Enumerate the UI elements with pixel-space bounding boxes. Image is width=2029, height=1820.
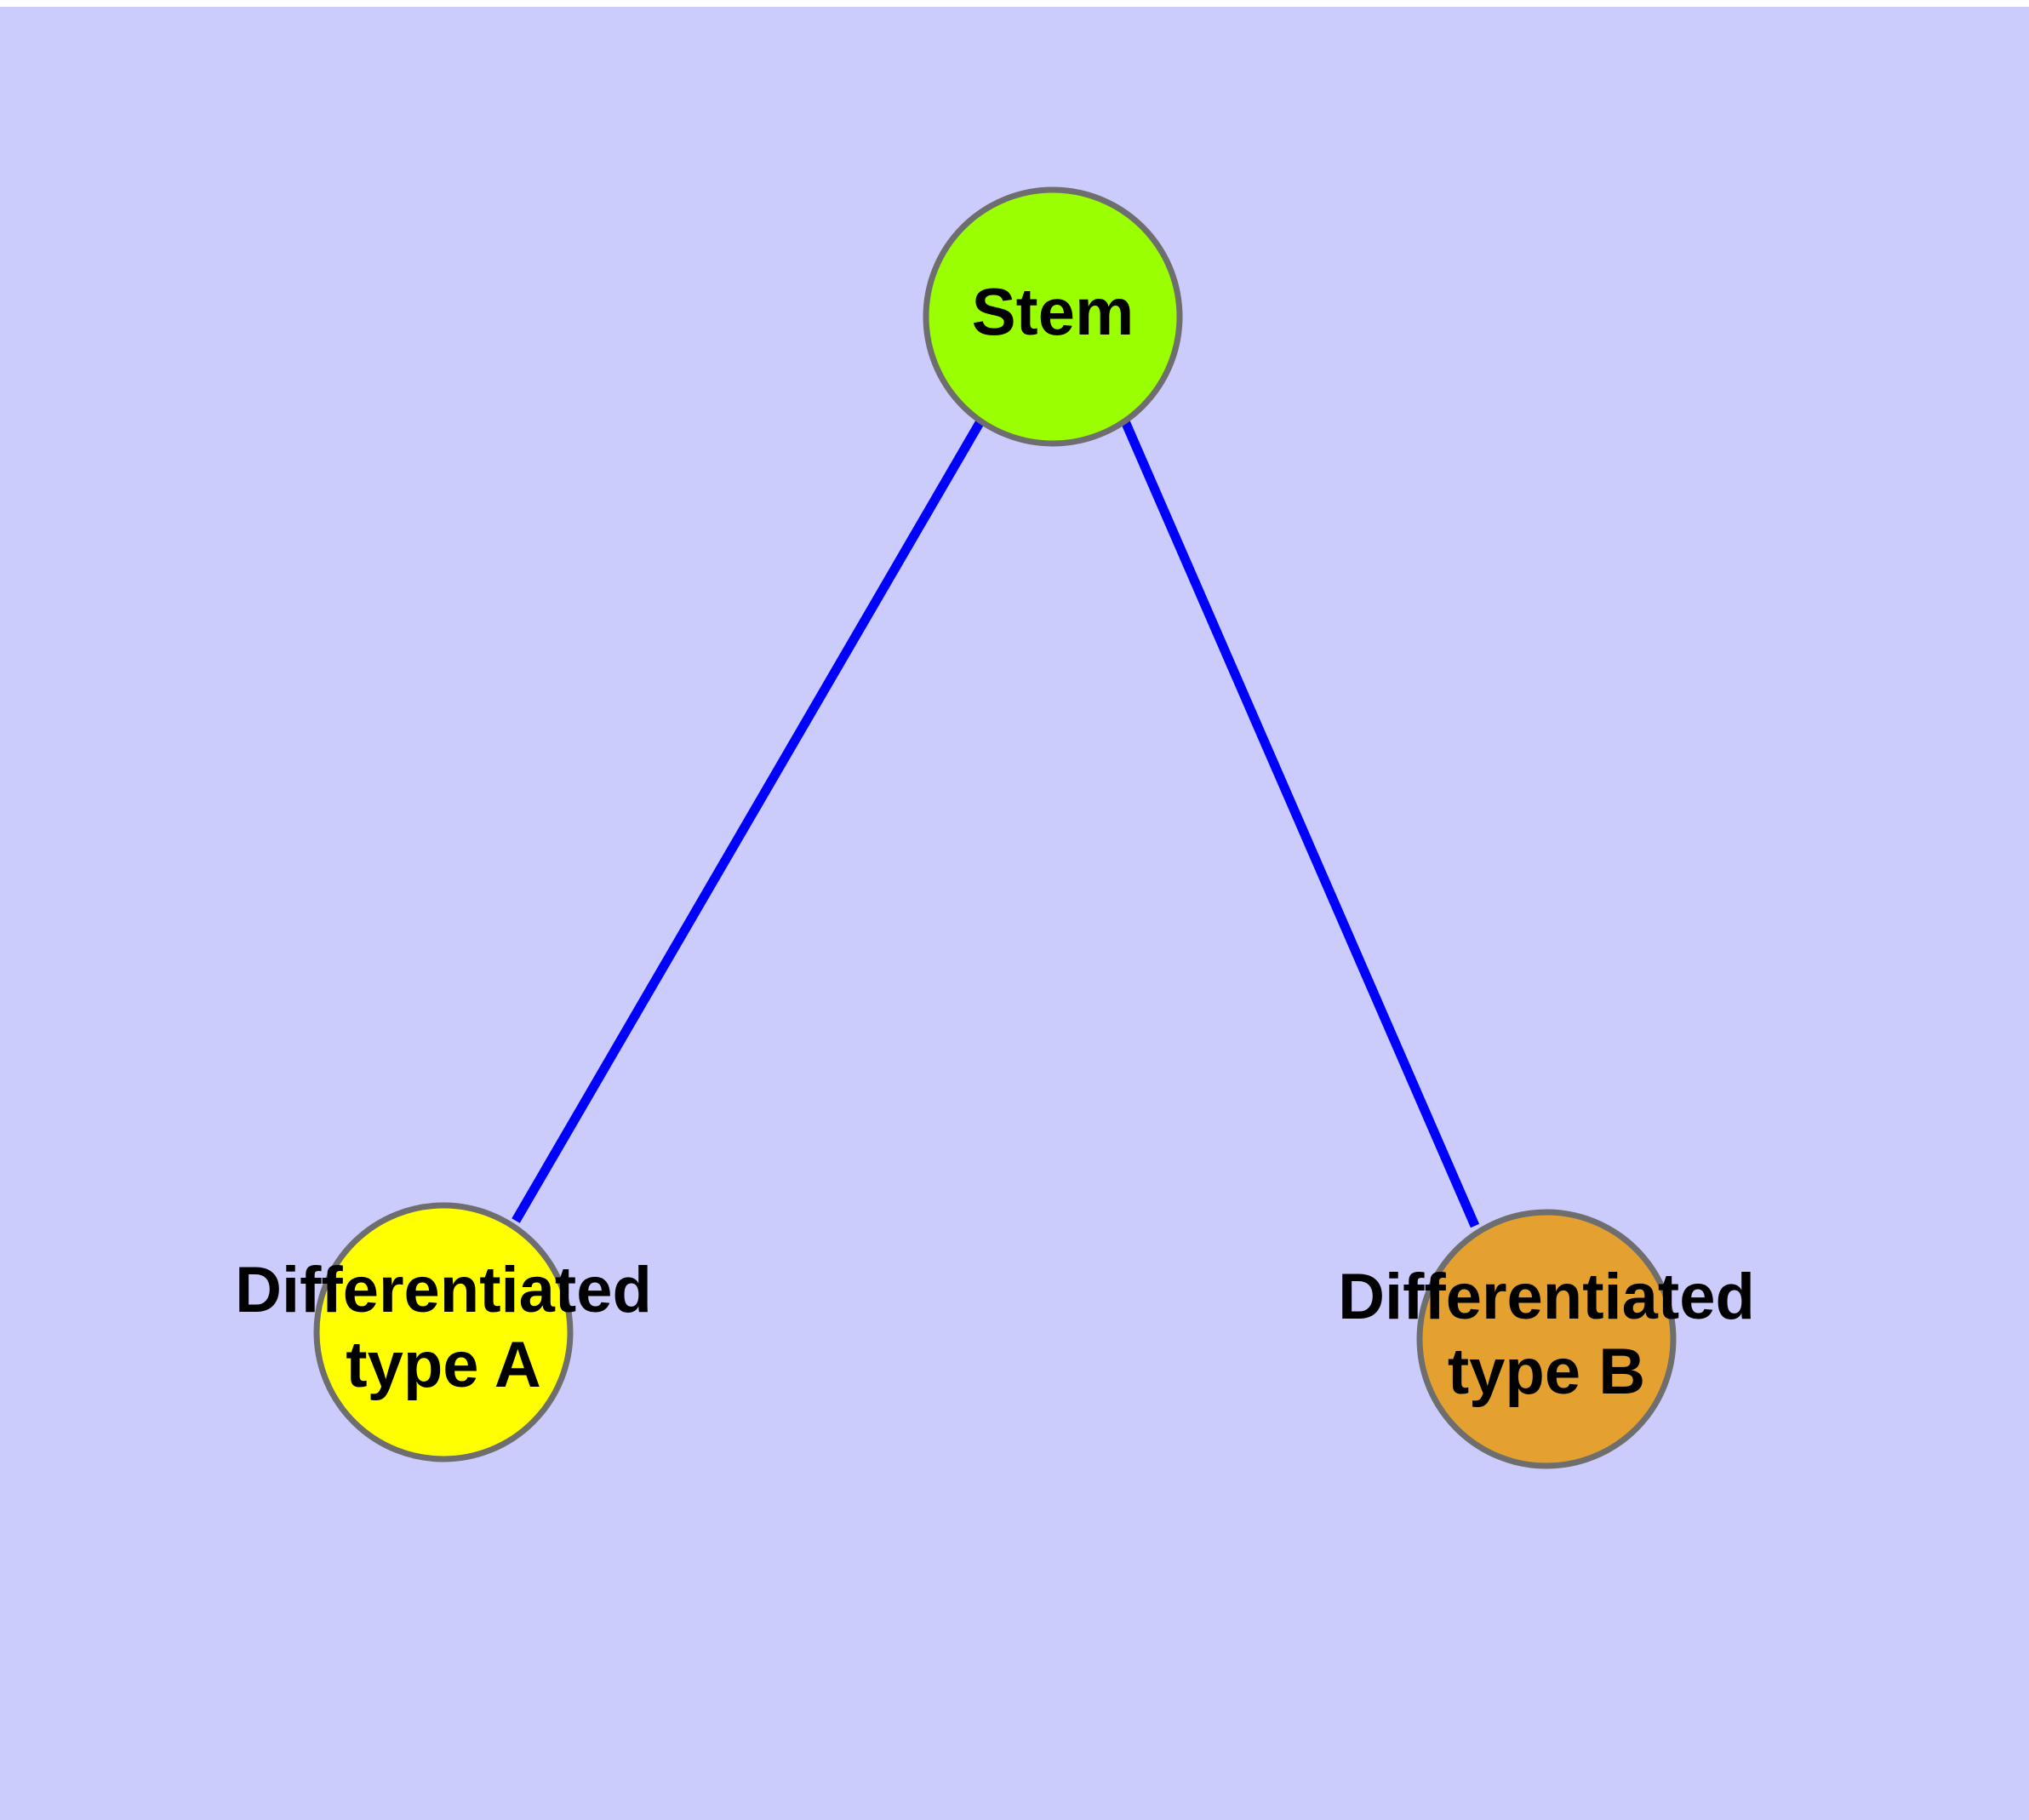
node-stem[interactable]: [923, 186, 1183, 447]
label-line: Differentiated: [1338, 1261, 1755, 1333]
label-line: type A: [346, 1329, 540, 1401]
edge-stem-to-differentiated-type-a[interactable]: [512, 419, 985, 1223]
node-differentiated-type-a-circle[interactable]: [313, 1202, 574, 1462]
label-line: Differentiated: [235, 1254, 652, 1326]
node-stem-circle[interactable]: [923, 186, 1183, 447]
node-differentiated-type-a[interactable]: [313, 1202, 574, 1462]
node-stem-label: Stem: [972, 274, 1135, 349]
node-differentiated-type-b-circle[interactable]: [1416, 1209, 1677, 1469]
edge-layer: [512, 419, 1480, 1228]
label-line: type B: [1448, 1336, 1645, 1408]
top-white-strip: [0, 0, 2029, 7]
node-differentiated-type-b[interactable]: [1416, 1209, 1677, 1469]
edge-stem-to-differentiated-type-b[interactable]: [1120, 419, 1480, 1228]
label-line: Stem: [972, 274, 1135, 349]
node-layer: [313, 186, 1677, 1469]
